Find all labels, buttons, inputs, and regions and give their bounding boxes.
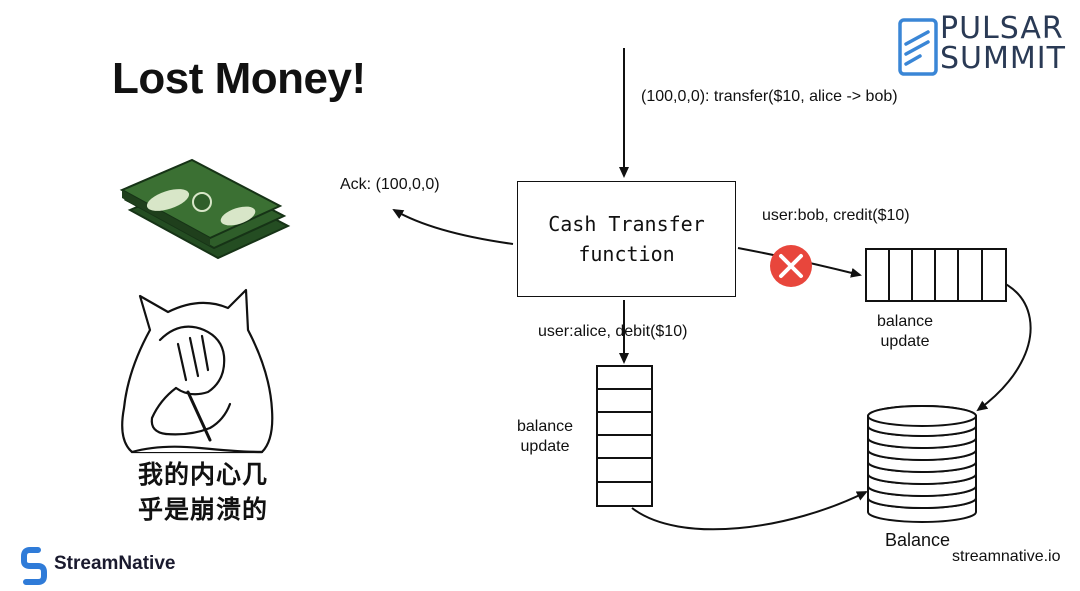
facepalm-cat-icon <box>121 288 274 454</box>
right-queue <box>865 248 1007 302</box>
pulsar-logo-icon <box>898 18 938 76</box>
right-queue-label-line1: balance <box>876 313 934 330</box>
credit-message-label: user:bob, credit($10) <box>762 207 910 224</box>
pulsar-wordmark-line2: SUMMIT <box>940 41 1066 76</box>
failure-x-icon <box>770 245 812 287</box>
debit-message-label: user:alice, debit($10) <box>538 323 688 340</box>
left-queue <box>596 365 653 507</box>
meme-caption-line2: 乎是崩溃的 <box>137 496 268 524</box>
balance-database-icon <box>867 405 977 523</box>
cash-transfer-function-box: Cash Transfer function <box>517 181 736 297</box>
input-event-label: (100,0,0): transfer($10, alice -> bob) <box>641 88 898 105</box>
meme-caption: 我的内心几 乎是崩溃的 <box>118 458 288 528</box>
streamnative-logo-icon <box>21 547 47 585</box>
right-queue-label-line2: update <box>880 333 930 350</box>
left-queue-label-line1: balance <box>516 418 574 435</box>
left-queue-label: balance update <box>500 417 590 457</box>
right-queue-label: balance update <box>860 312 950 352</box>
pulsar-summit-wordmark: PULSAR SUMMIT <box>940 14 1066 74</box>
website-url: streamnative.io <box>952 548 1061 565</box>
cash-stack-icon <box>119 158 291 260</box>
function-label-line2: function <box>578 242 675 266</box>
ack-arrow <box>392 208 514 245</box>
ack-label: Ack: (100,0,0) <box>340 176 440 193</box>
left-queue-label-line2: update <box>520 438 570 455</box>
function-label-line1: Cash Transfer <box>548 212 705 236</box>
pulsar-wordmark-line1: PULSAR <box>940 11 1064 46</box>
balance-label: Balance <box>885 530 951 550</box>
left-queue-to-balance-arrow <box>631 491 868 531</box>
streamnative-wordmark: StreamNative <box>54 553 176 574</box>
meme-caption-line1: 我的内心几 <box>137 461 268 489</box>
slide-title: Lost Money! <box>112 54 366 103</box>
